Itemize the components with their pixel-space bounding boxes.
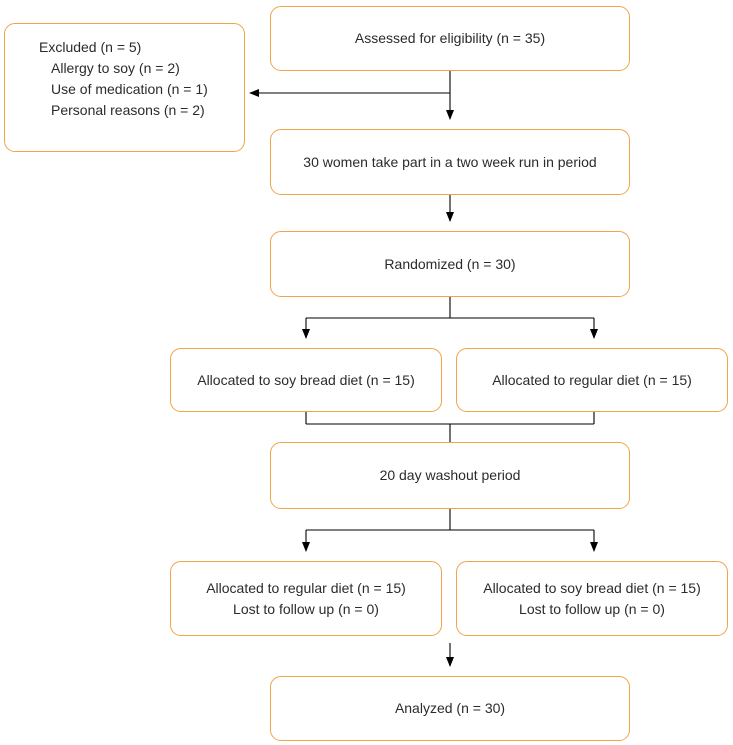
randomized-label: Randomized (n = 30) — [384, 255, 516, 272]
period1-soy-box: Allocated to soy bread diet (n = 15) — [170, 348, 442, 412]
analyzed-label: Analyzed (n = 30) — [394, 700, 506, 716]
excluded-box: Excluded (n = 5) Allergy to soy (n = 2) … — [4, 23, 245, 152]
analyzed-box: Analyzed (n = 30) — [270, 676, 630, 741]
run-in-box: 30 women take part in a two week run in … — [270, 129, 630, 195]
period2-regular-lost: Lost to follow up (n = 0) — [233, 600, 379, 617]
period1-regular-box: Allocated to regular diet (n = 15) — [456, 348, 728, 412]
assessed-box: Assessed for eligibility (n = 35) — [270, 6, 630, 71]
run-in-label: 30 women take part in a two week run in … — [303, 153, 597, 170]
excluded-reason: Use of medication (n = 1) — [51, 81, 208, 97]
washout-box: 20 day washout period — [270, 442, 630, 509]
period2-regular-label: Allocated to regular diet (n = 15) — [206, 579, 406, 596]
excluded-reason: Allergy to soy (n = 2) — [51, 60, 180, 76]
excluded-reason: Personal reasons (n = 2) — [51, 102, 205, 118]
period1-regular-label: Allocated to regular diet (n = 15) — [492, 371, 692, 388]
assessed-label: Assessed for eligibility (n = 35) — [354, 30, 546, 46]
period2-soy-label: Allocated to soy bread diet (n = 15) — [483, 579, 701, 596]
period2-soy-box: Allocated to soy bread diet (n = 15) Los… — [456, 561, 728, 636]
randomized-box: Randomized (n = 30) — [270, 231, 630, 297]
period2-soy-lost: Lost to follow up (n = 0) — [519, 600, 665, 617]
excluded-title: Excluded (n = 5) — [39, 39, 142, 55]
period1-soy-label: Allocated to soy bread diet (n = 15) — [197, 371, 415, 388]
period2-regular-box: Allocated to regular diet (n = 15) Lost … — [170, 561, 442, 636]
washout-label: 20 day washout period — [379, 467, 521, 483]
